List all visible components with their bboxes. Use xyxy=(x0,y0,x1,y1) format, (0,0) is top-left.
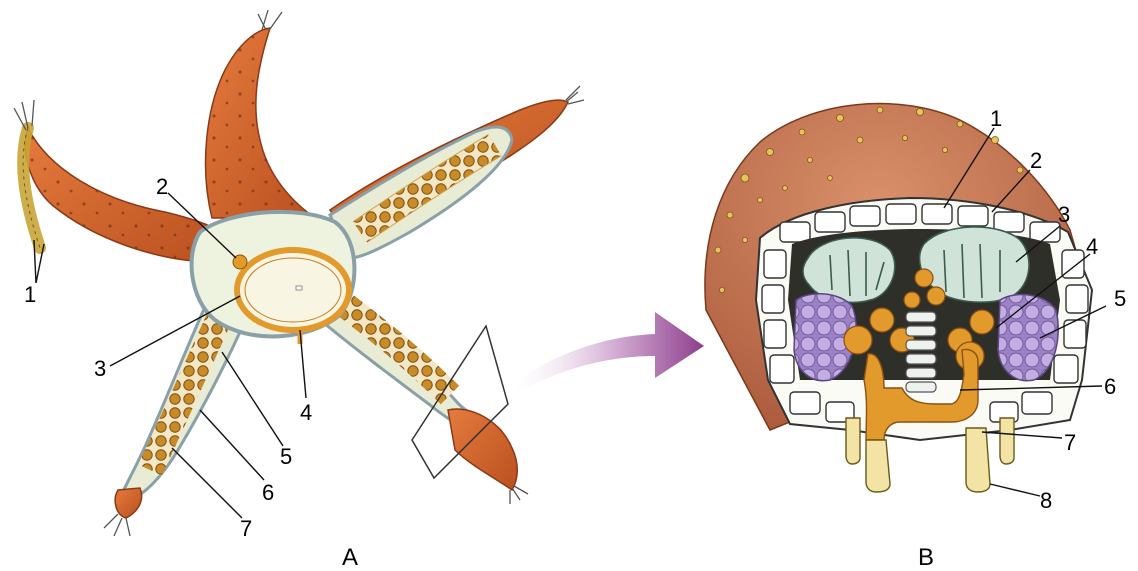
label-a-2: 2 xyxy=(156,174,168,199)
label-a-3: 3 xyxy=(94,356,106,381)
label-a-4: 4 xyxy=(300,400,312,425)
label-a-1: 1 xyxy=(24,282,36,307)
label-b-8: 8 xyxy=(1040,488,1052,513)
arm-upper-left xyxy=(14,100,222,262)
label-b-4: 4 xyxy=(1086,234,1098,259)
arm-right xyxy=(330,86,584,258)
caption-b: B xyxy=(918,544,934,571)
label-b-6: 6 xyxy=(1104,374,1116,399)
arm-cross-section: 1 2 3 4 5 6 7 8 B xyxy=(705,104,1126,571)
zoom-arrow xyxy=(512,312,704,394)
label-a-5: 5 xyxy=(280,444,292,469)
label-a-6: 6 xyxy=(262,480,274,505)
label-b-5: 5 xyxy=(1114,286,1126,311)
label-a-7: 7 xyxy=(240,516,252,541)
starfish-dorsal-view: 1 2 3 4 5 6 7 A xyxy=(14,10,584,571)
label-b-1: 1 xyxy=(990,106,1002,131)
label-b-2: 2 xyxy=(1030,148,1042,173)
arm-top xyxy=(206,10,315,218)
arm-lower-right xyxy=(318,290,528,504)
ring-canal xyxy=(237,250,349,330)
caption-a: A xyxy=(342,544,358,571)
label-b-7: 7 xyxy=(1064,430,1076,455)
arm-lower-left xyxy=(104,300,250,536)
label-b-3: 3 xyxy=(1058,202,1070,227)
